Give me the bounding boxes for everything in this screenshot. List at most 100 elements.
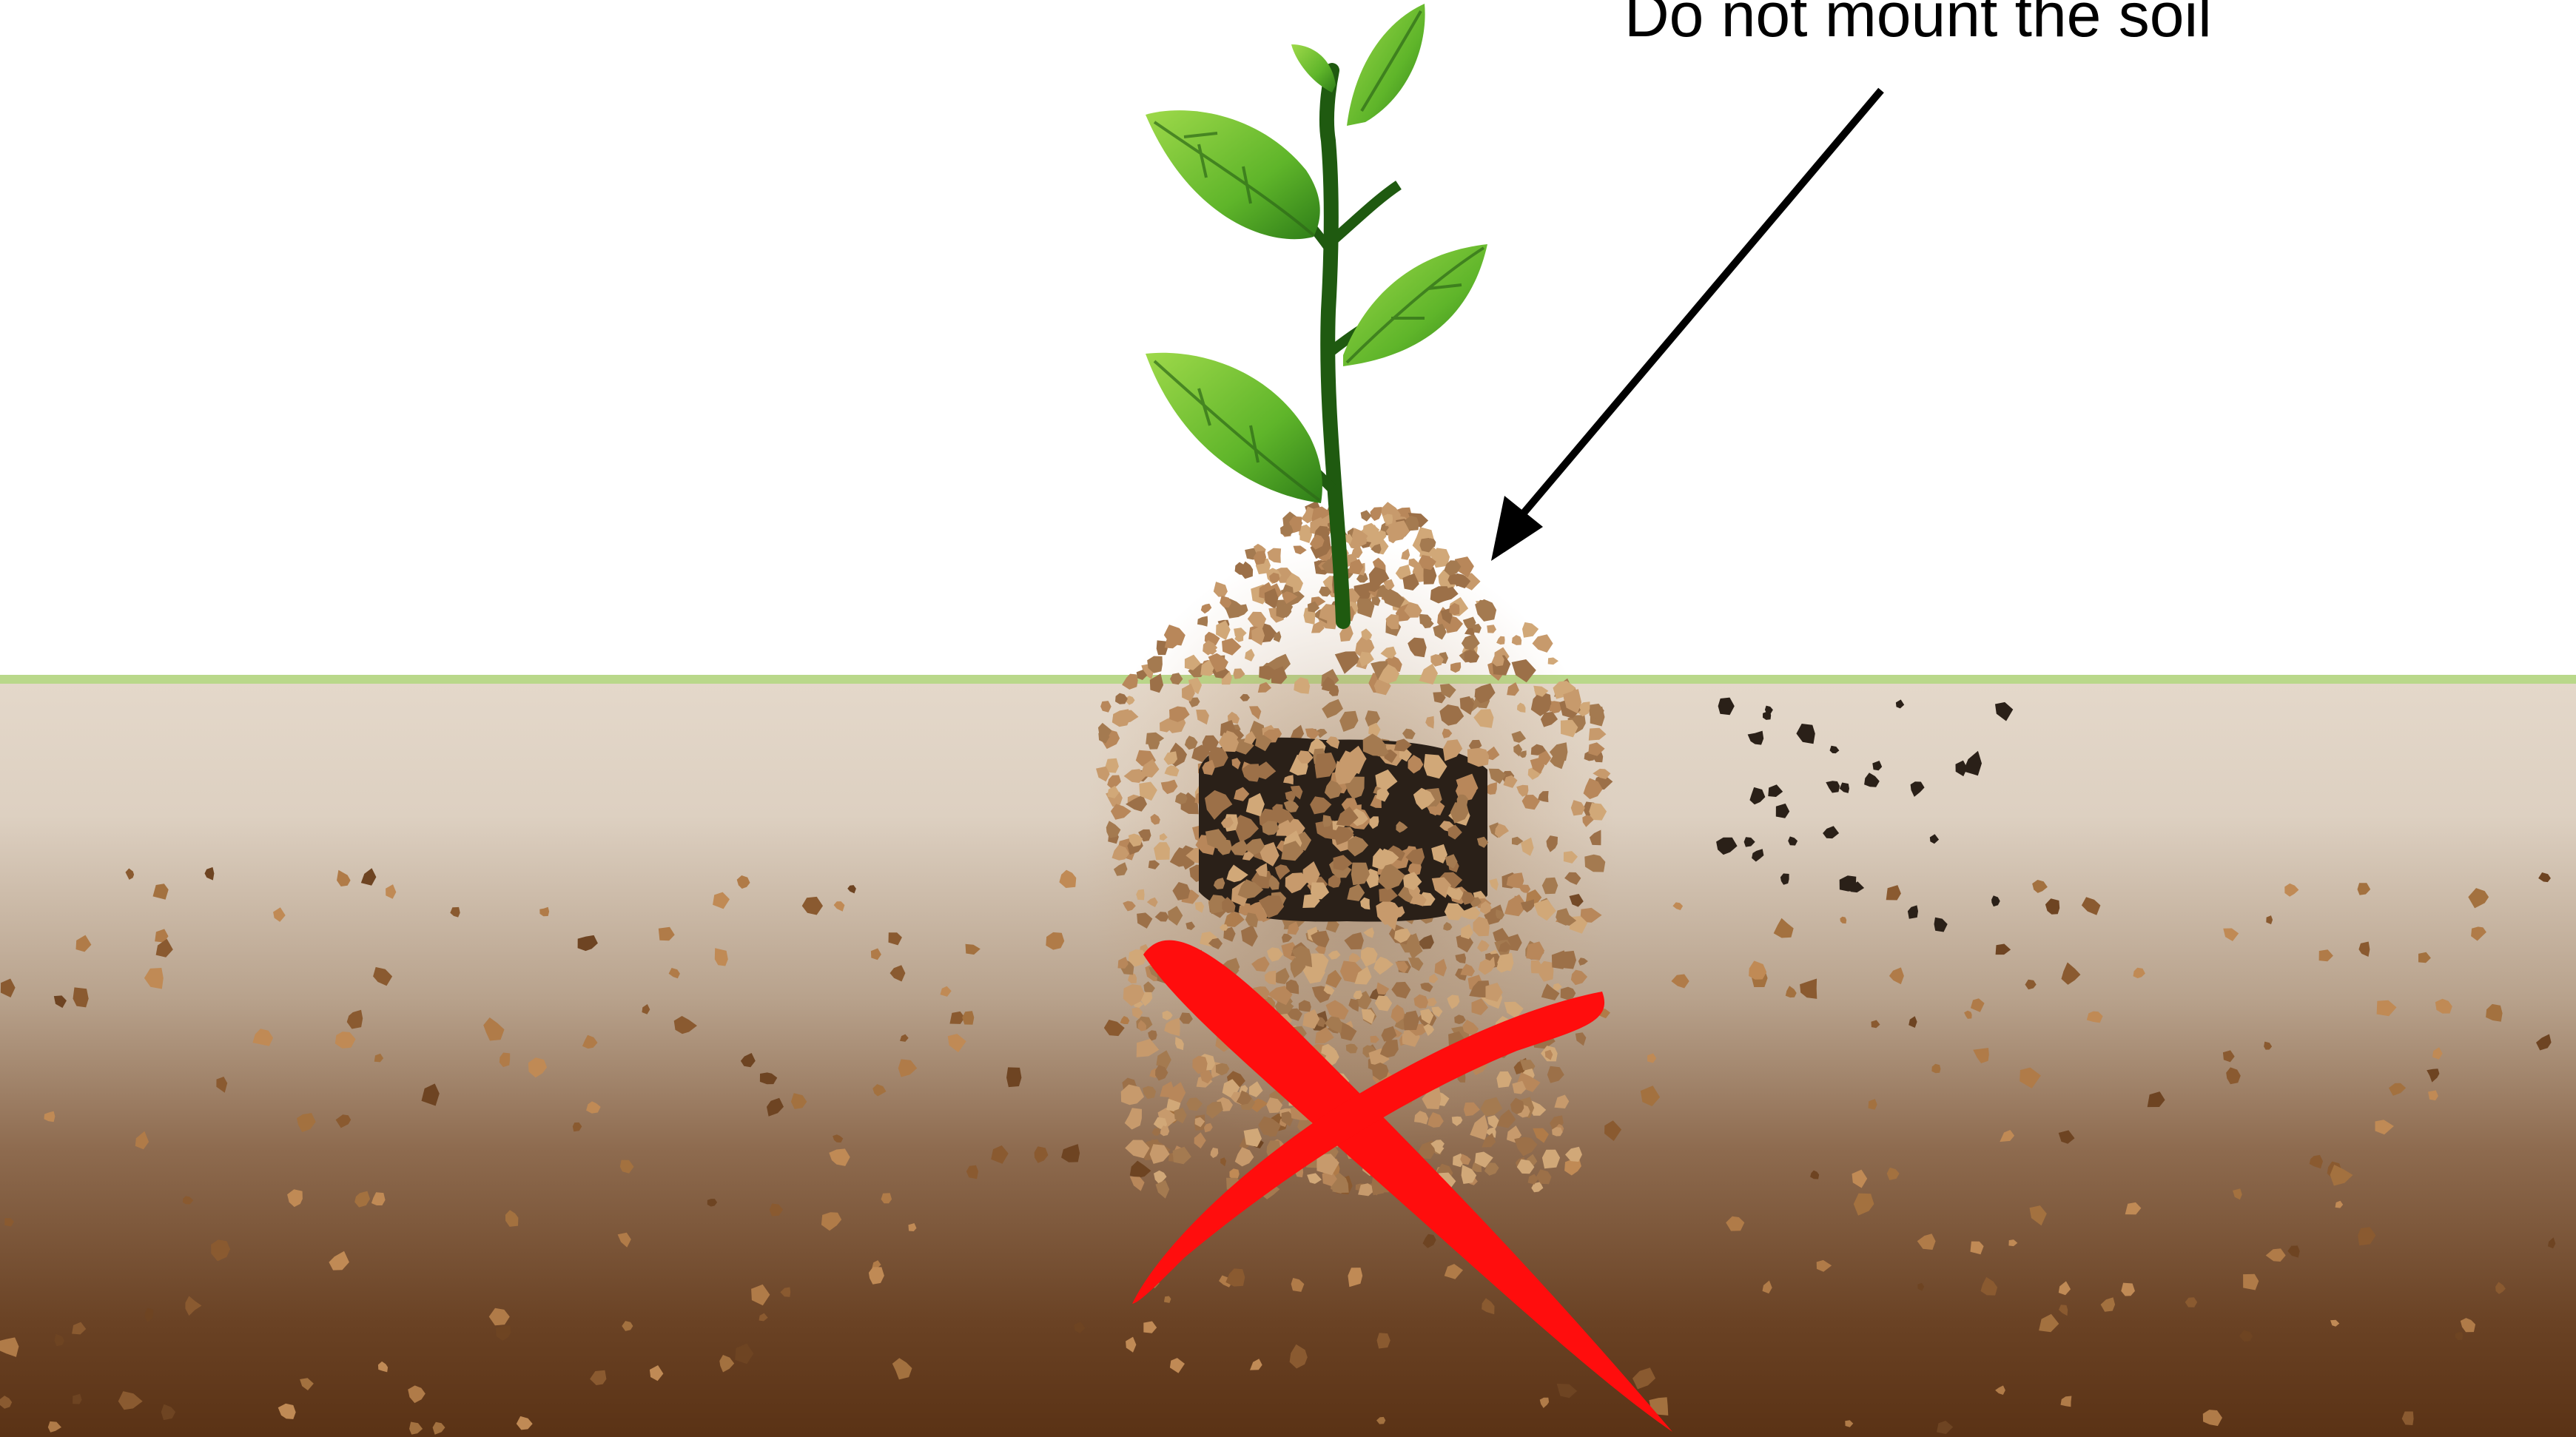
- root-ball-particle: [1256, 761, 1277, 780]
- dark-soil-clump: [1829, 745, 1840, 754]
- root-ball-particle: [1377, 861, 1405, 890]
- soil-particle: [2233, 1188, 2242, 1200]
- root-ball-particle: [1333, 855, 1353, 871]
- mound-particle: [1138, 829, 1151, 842]
- mound-particle: [1418, 1140, 1436, 1160]
- mound-particle: [1362, 522, 1380, 536]
- mound-particle: [1107, 785, 1120, 798]
- mound-particle: [1139, 781, 1157, 801]
- mound-particle: [1129, 1176, 1145, 1191]
- soil-particle: [1533, 1128, 1549, 1143]
- mound-particle: [1546, 835, 1558, 852]
- root-ball-particle: [1272, 804, 1283, 816]
- dark-soil-clump: [1995, 701, 2014, 721]
- mound-particle: [1530, 757, 1545, 774]
- mound-particle: [1544, 1049, 1553, 1060]
- mound-particle: [1345, 1043, 1358, 1054]
- mound-particle: [1287, 921, 1299, 935]
- mound-particle: [1282, 933, 1293, 943]
- soil-particle: [991, 1145, 1009, 1164]
- soil-particle: [0, 1337, 19, 1357]
- soil-particle: [2058, 1130, 2075, 1144]
- mound-particle: [1381, 1026, 1397, 1042]
- mound-particle: [1430, 1140, 1445, 1150]
- root-ball-particle: [1462, 890, 1476, 905]
- soil-particle: [185, 1296, 202, 1316]
- soil-particle: [2223, 928, 2239, 941]
- soil-particle: [2468, 888, 2489, 909]
- mound-particle: [1203, 640, 1218, 656]
- annotation-label: Do not mount the soil: [1624, 0, 2212, 50]
- mound-particle: [1582, 815, 1594, 827]
- root-ball-particle: [1224, 730, 1239, 744]
- soil-particle: [409, 1421, 423, 1435]
- mound-particle: [1513, 744, 1523, 757]
- soil-particle: [483, 1017, 505, 1041]
- mound-particle: [1514, 1137, 1538, 1157]
- mound-particle: [1464, 625, 1475, 636]
- soil-particle: [668, 968, 680, 979]
- soil-particle: [735, 1343, 754, 1364]
- mound-particle: [1530, 744, 1547, 755]
- mound-particle: [1236, 1090, 1252, 1105]
- soil-particle: [2375, 1120, 2394, 1135]
- root-ball-particle: [1231, 758, 1241, 770]
- mound-particle: [1473, 709, 1494, 728]
- root-ball-particle: [1444, 903, 1465, 921]
- soil-particle: [539, 906, 550, 917]
- soil-particle: [1126, 1336, 1137, 1353]
- soil-particle: [161, 1404, 176, 1421]
- mound-particle: [1200, 1069, 1213, 1084]
- root-ball-particle: [1446, 886, 1460, 898]
- soil-particle: [125, 868, 135, 880]
- mound-particle: [1344, 932, 1364, 950]
- mound-particle: [1325, 920, 1339, 933]
- mound-particle: [1196, 710, 1209, 725]
- mound-particle: [1208, 653, 1228, 673]
- mound-particle: [1307, 601, 1320, 613]
- mound-particle: [1489, 878, 1499, 891]
- soil-particle: [2287, 1245, 2300, 1258]
- mound-particle: [1365, 710, 1381, 727]
- dark-soil-clump: [1963, 750, 1982, 776]
- soil-particle: [617, 1232, 631, 1248]
- soil-particle: [962, 1011, 975, 1025]
- soil-particle: [736, 875, 750, 889]
- soil-particle: [2029, 1205, 2047, 1226]
- soil-particle: [373, 966, 393, 986]
- mound-particle: [1273, 630, 1282, 642]
- mound-particle: [1361, 1009, 1375, 1024]
- mound-particle: [1251, 625, 1265, 646]
- soil-particle: [872, 1260, 881, 1268]
- dark-soil-clump: [1823, 826, 1840, 839]
- dark-soil-clump: [1850, 881, 1865, 893]
- root-ball-particle: [1347, 884, 1365, 901]
- dark-soil-clump: [1752, 849, 1764, 862]
- soil-particle: [44, 1111, 56, 1123]
- mound-particle: [1520, 750, 1527, 758]
- soil-particle: [53, 995, 67, 1009]
- soil-particle: [829, 1148, 850, 1166]
- mound-particle: [1146, 732, 1165, 744]
- soil-particle: [2059, 1305, 2068, 1316]
- mound-particle: [1126, 795, 1147, 812]
- mound-particle: [1371, 543, 1382, 554]
- soil-particle: [582, 1034, 598, 1049]
- soil-particle: [1980, 1276, 1998, 1296]
- root-ball-particle: [1237, 879, 1264, 899]
- soil-particle: [1444, 1264, 1463, 1279]
- soil-particle: [2222, 1050, 2235, 1063]
- mound-particle: [1154, 1170, 1167, 1185]
- mound-particle: [1143, 981, 1155, 995]
- mound-particle: [1200, 603, 1212, 614]
- mound-particle: [1382, 588, 1405, 608]
- soil-particle: [833, 901, 845, 912]
- soil-particle: [892, 1358, 912, 1380]
- mound-particle: [1533, 899, 1556, 921]
- mound-particle: [1496, 1071, 1512, 1088]
- mound-particle: [1496, 909, 1505, 920]
- mound-particle: [1408, 958, 1424, 972]
- arrow-head: [1491, 496, 1543, 561]
- soil-particle: [2471, 926, 2486, 941]
- soil-particle: [898, 1059, 918, 1077]
